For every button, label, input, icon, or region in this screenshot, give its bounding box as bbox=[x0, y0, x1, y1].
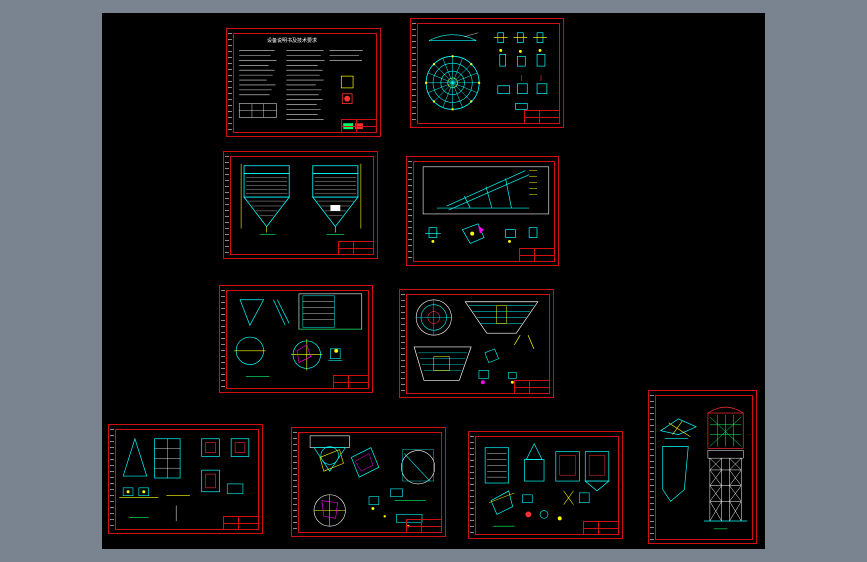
plan-linework bbox=[424, 32, 548, 111]
border-ticks bbox=[293, 432, 297, 533]
sheet-frame bbox=[230, 156, 374, 255]
title-block bbox=[338, 241, 374, 255]
border-ticks bbox=[110, 429, 114, 530]
drawing-sheet-hopper-section[interactable] bbox=[399, 289, 554, 398]
border-ticks bbox=[470, 436, 474, 535]
border-ticks bbox=[225, 156, 229, 255]
sheet-frame bbox=[655, 395, 753, 540]
sheet-frame bbox=[417, 23, 560, 124]
border-ticks bbox=[408, 161, 412, 262]
title-block bbox=[341, 119, 377, 133]
details-d-linework bbox=[484, 443, 610, 527]
drawing-sheet-conveyor[interactable] bbox=[406, 156, 559, 266]
border-ticks bbox=[401, 294, 405, 394]
border-ticks bbox=[412, 23, 416, 124]
drawing-sheet-details-b[interactable] bbox=[108, 424, 263, 534]
title-block bbox=[333, 375, 369, 389]
sheet-frame bbox=[233, 33, 377, 133]
cad-drawing-viewport[interactable]: 设备说明书及技术要求 bbox=[102, 13, 765, 549]
title-block bbox=[583, 521, 619, 535]
sheet-frame bbox=[475, 436, 619, 535]
drawing-sheet-notes[interactable]: 设备说明书及技术要求 bbox=[226, 28, 381, 137]
title-block bbox=[514, 380, 550, 394]
drawing-sheet-details-d[interactable] bbox=[468, 431, 623, 539]
border-ticks bbox=[228, 33, 232, 133]
drawing-sheet-plan[interactable] bbox=[410, 18, 564, 128]
conveyor-linework bbox=[422, 166, 550, 244]
details-c-linework bbox=[309, 435, 436, 528]
title-block bbox=[519, 248, 555, 262]
title-block bbox=[524, 110, 560, 124]
drawing-sheet-details-a[interactable] bbox=[219, 285, 373, 393]
elevation-linework bbox=[240, 163, 362, 235]
drawing-sheet-elevation[interactable] bbox=[223, 151, 378, 259]
details-b-linework bbox=[119, 437, 250, 522]
border-ticks bbox=[221, 290, 225, 389]
border-ticks bbox=[650, 395, 654, 540]
drawing-sheet-details-c[interactable] bbox=[291, 427, 446, 537]
drawing-sheet-tower[interactable] bbox=[648, 390, 757, 544]
sheet-title: 设备说明书及技术要求 bbox=[267, 38, 318, 44]
sheet-frame bbox=[226, 290, 369, 389]
title-block bbox=[406, 519, 442, 533]
details-a-linework bbox=[234, 293, 363, 377]
tower-linework bbox=[659, 406, 748, 530]
sheet-frame bbox=[413, 161, 555, 262]
sheet-frame bbox=[298, 432, 442, 533]
sheet-frame bbox=[406, 294, 550, 394]
sheet-frame bbox=[115, 429, 259, 530]
title-block bbox=[223, 516, 259, 530]
hopper-section-linework bbox=[413, 299, 539, 385]
